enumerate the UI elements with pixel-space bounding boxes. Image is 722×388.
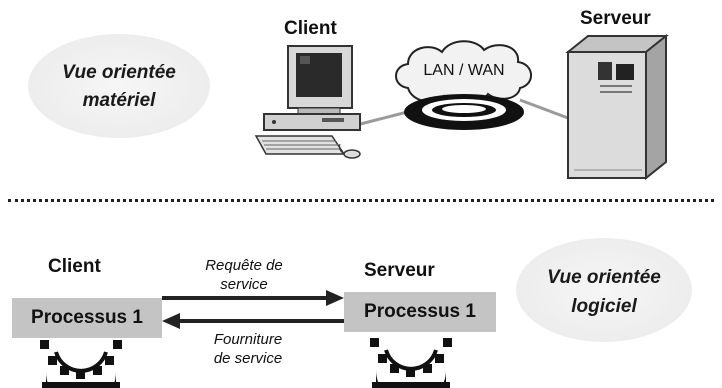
hardware-view-label-line1: Vue orientée — [62, 62, 176, 83]
software-client-title: Client — [48, 256, 101, 277]
server-process-box: Processus 1 — [344, 292, 496, 332]
computer-icon — [254, 45, 361, 159]
software-view-label-line2: logiciel — [571, 296, 637, 317]
response-label-line2: de service — [213, 350, 283, 367]
software-view-label-line1: Vue orientée — [547, 267, 661, 288]
software-server-title: Serveur — [364, 260, 435, 281]
hardware-client-title: Client — [284, 18, 337, 39]
request-label-line2: service — [220, 276, 268, 293]
server-process-gear-icon — [370, 338, 452, 388]
network-label: LAN / WAN — [423, 62, 505, 79]
request-label: Requête de service — [184, 256, 304, 294]
server-icon — [565, 33, 669, 181]
hardware-view-ellipse: Vue orientée matériel — [28, 34, 210, 138]
client-process-box: Processus 1 — [12, 298, 162, 338]
hardware-server-title: Serveur — [580, 8, 651, 29]
section-divider — [8, 199, 714, 202]
request-label-line1: Requête de — [205, 257, 283, 274]
client-process-gear-icon — [40, 340, 122, 388]
network-cloud-icon — [395, 40, 532, 130]
response-label: Fourniture de service — [188, 330, 308, 368]
hardware-view-label-line2: matériel — [82, 90, 156, 111]
response-label-line1: Fourniture — [213, 331, 283, 348]
software-view-ellipse: Vue orientée logiciel — [516, 238, 692, 342]
